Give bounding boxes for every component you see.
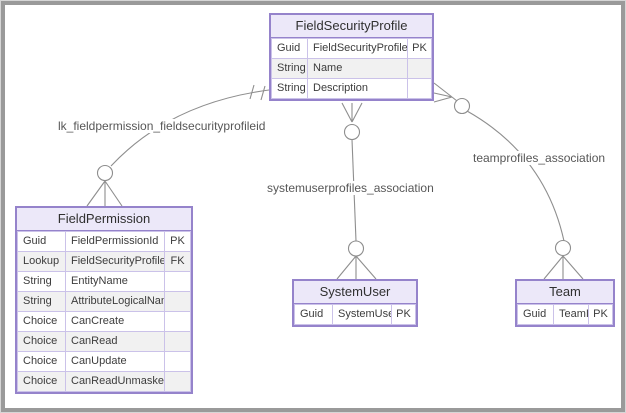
attr-type: Guid [271, 38, 308, 59]
table-row: Guid FieldSecurityProfileId PK [271, 38, 432, 59]
attr-type: Choice [17, 371, 66, 392]
entity-system-user[interactable]: SystemUser Guid SystemUserId PK [292, 279, 418, 327]
zero-cardinality-icon [453, 97, 471, 115]
attr-name: FieldSecurityProfileId [307, 38, 408, 59]
attr-name: CanUpdate [65, 351, 165, 372]
relationship-label-systemuserprofiles: systemuserprofiles_association [265, 181, 436, 195]
table-row: Guid TeamID PK [517, 304, 613, 325]
entity-attributes-table: Guid FieldPermissionId PK Lookup FieldSe… [17, 231, 191, 392]
table-row: Guid FieldPermissionId PK [17, 231, 191, 252]
entity-title: FieldPermission [17, 208, 191, 231]
attr-key [164, 311, 191, 332]
attr-name: CanCreate [65, 311, 165, 332]
crow-foot-icon [433, 82, 453, 103]
attr-name: CanRead [65, 331, 165, 352]
relationship-lk-fieldpermission [86, 84, 270, 207]
one-cardinality-icon [249, 84, 266, 101]
relationship-line [110, 89, 270, 167]
table-row: Choice CanRead [17, 331, 191, 352]
attr-type: Choice [17, 311, 66, 332]
table-row: Choice CanReadUnmasked [17, 371, 191, 392]
attr-name: Name [307, 58, 408, 79]
table-row: String Name [271, 58, 432, 79]
relationship-label-teamprofiles: teamprofiles_association [471, 151, 608, 165]
attr-key [407, 78, 432, 99]
zero-cardinality-icon [554, 239, 572, 257]
attr-type: String [271, 78, 308, 99]
attr-key [164, 291, 191, 312]
attr-name: TeamID [553, 304, 589, 325]
attr-key: PK [164, 231, 191, 252]
attr-key [164, 371, 191, 392]
relationship-line [451, 96, 458, 102]
relationship-systemuserprofiles [336, 102, 377, 280]
zero-cardinality-icon [96, 164, 114, 182]
attr-type: Lookup [17, 251, 66, 272]
crow-foot-icon [86, 180, 123, 207]
relationship-line [466, 110, 565, 242]
er-diagram-canvas[interactable]: lk_fieldpermission_fieldsecurityprofilei… [5, 5, 621, 408]
attr-name: CanReadUnmasked [65, 371, 165, 392]
attr-key [164, 331, 191, 352]
crow-foot-icon [336, 255, 377, 280]
attr-type: Choice [17, 331, 66, 352]
table-row: Guid SystemUserId PK [294, 304, 416, 325]
zero-cardinality-icon [347, 240, 365, 257]
attr-key [164, 271, 191, 292]
attr-type: String [17, 271, 66, 292]
attr-key: PK [391, 304, 416, 325]
attr-key: PK [588, 304, 613, 325]
entity-field-security-profile[interactable]: FieldSecurityProfile Guid FieldSecurityP… [269, 13, 434, 101]
relationship-lines [86, 82, 584, 280]
entity-field-permission[interactable]: FieldPermission Guid FieldPermissionId P… [15, 206, 193, 394]
attr-name: EntityName [65, 271, 165, 292]
table-row: Choice CanUpdate [17, 351, 191, 372]
attr-key [407, 58, 432, 79]
attr-name: FieldSecurityProfileId [65, 251, 165, 272]
entity-attributes-table: Guid TeamID PK [517, 304, 613, 325]
table-row: String EntityName [17, 271, 191, 292]
attr-key: PK [407, 38, 432, 59]
attr-name: Description [307, 78, 408, 99]
attr-type: Guid [17, 231, 66, 252]
attr-key: FK [164, 251, 191, 272]
attr-type: String [17, 291, 66, 312]
attr-name: SystemUserId [332, 304, 392, 325]
entity-attributes-table: Guid SystemUserId PK [294, 304, 416, 325]
attr-type: Choice [17, 351, 66, 372]
entity-title: SystemUser [294, 281, 416, 304]
attr-name: FieldPermissionId [65, 231, 165, 252]
relationship-teamprofiles [433, 82, 584, 280]
crow-foot-icon [543, 255, 584, 280]
attr-key [164, 351, 191, 372]
attr-type: Guid [294, 304, 333, 325]
table-row: Choice CanCreate [17, 311, 191, 332]
table-row: Lookup FieldSecurityProfileId FK [17, 251, 191, 272]
entity-attributes-table: Guid FieldSecurityProfileId PK String Na… [271, 38, 432, 99]
attr-type: String [271, 58, 308, 79]
attr-name: AttributeLogicalName [65, 291, 165, 312]
relationship-label-lk-fieldpermission: lk_fieldpermission_fieldsecurityprofilei… [56, 119, 268, 133]
attr-type: Guid [517, 304, 554, 325]
table-row: String Description [271, 78, 432, 99]
entity-title: FieldSecurityProfile [271, 15, 432, 38]
zero-cardinality-icon [343, 123, 361, 141]
entity-team[interactable]: Team Guid TeamID PK [515, 279, 615, 327]
crow-foot-icon [341, 102, 363, 123]
table-row: String AttributeLogicalName [17, 291, 191, 312]
entity-title: Team [517, 281, 613, 304]
